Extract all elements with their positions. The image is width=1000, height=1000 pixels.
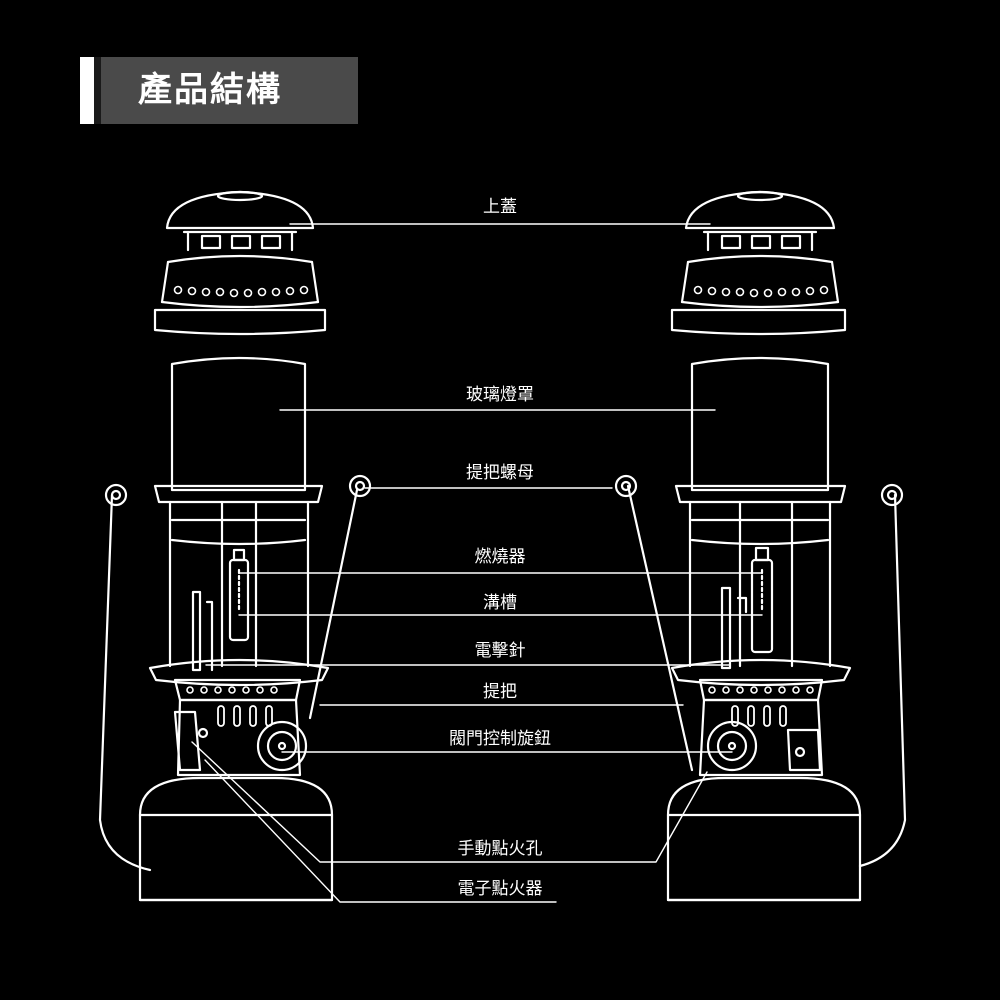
right-handle — [858, 493, 907, 868]
header-bar — [80, 57, 358, 124]
label-top-cover: 上蓋 — [483, 197, 517, 217]
header-accent-stripe — [80, 57, 94, 124]
label-valve-knob: 閥門控制旋鈕 — [449, 729, 551, 749]
right-glass-globe — [690, 356, 830, 492]
left-glass-globe — [170, 356, 307, 492]
label-handle: 提把 — [483, 682, 517, 702]
label-striker-needle: 電擊針 — [474, 641, 526, 661]
label-handle-nut: 提把螺母 — [466, 463, 534, 483]
left-lantern — [98, 190, 372, 902]
label-manual-ignition-hole: 手動點火孔 — [457, 839, 543, 859]
label-glass-globe: 玻璃燈罩 — [466, 385, 534, 405]
page-title: 產品結構 — [138, 70, 282, 110]
right-top-cover — [684, 190, 836, 230]
left-handle — [98, 493, 152, 872]
left-top-cover — [165, 190, 315, 230]
left-valve-knob — [256, 720, 308, 772]
leader-lines — [191, 223, 763, 903]
right-valve-knob — [706, 720, 758, 772]
right-lantern — [614, 190, 907, 902]
label-groove: 溝槽 — [483, 593, 517, 613]
label-burner: 燃燒器 — [474, 547, 526, 567]
label-electronic-igniter: 電子點火器 — [457, 879, 543, 899]
header-accent-gap — [94, 57, 101, 124]
